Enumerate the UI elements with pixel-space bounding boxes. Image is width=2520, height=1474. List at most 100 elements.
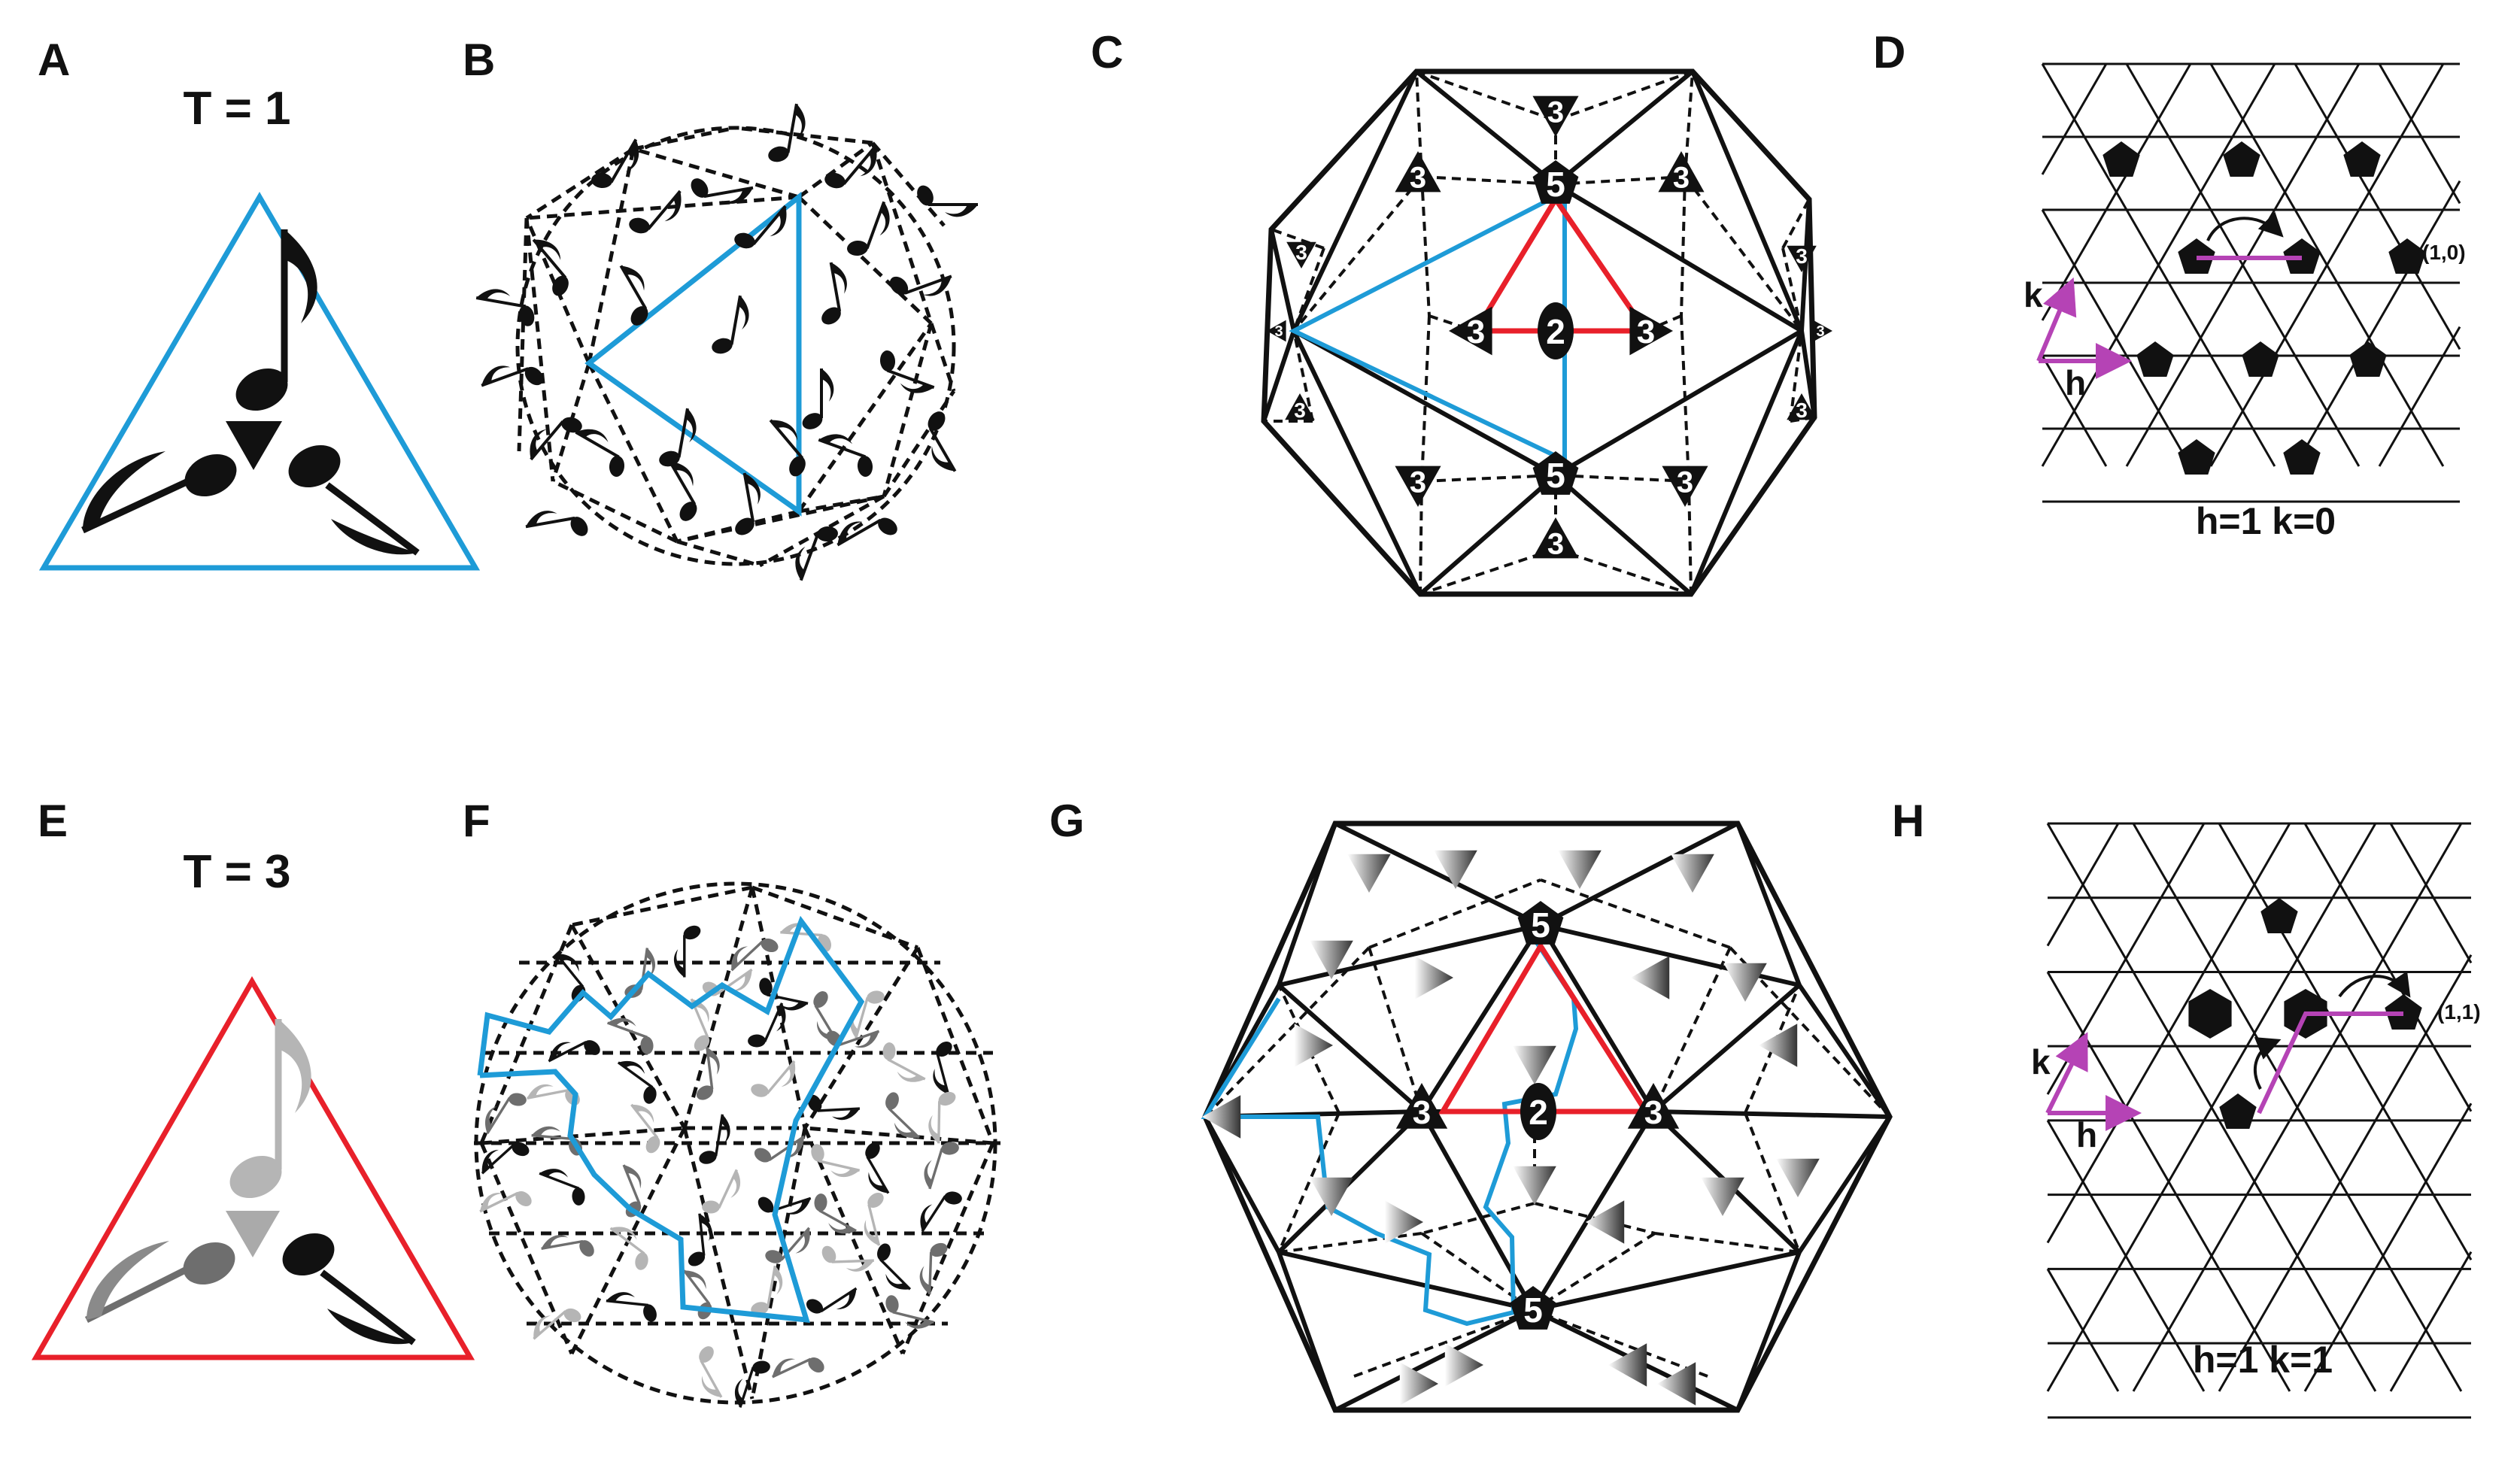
panel-b [475, 103, 978, 581]
note-flag [920, 1204, 933, 1232]
triangle-threefold-icon [1414, 956, 1453, 999]
note-head [824, 172, 846, 189]
dashed-edge [1789, 330, 1803, 422]
music-note-icon [924, 1142, 959, 1190]
dashed-edge [1204, 946, 1371, 1118]
note-head [882, 1042, 896, 1060]
face-edge [1269, 69, 1419, 232]
face-edge [1799, 330, 1817, 418]
dashed-edge [1684, 71, 1694, 177]
music-note-icon [864, 1193, 884, 1246]
curved-arrow-icon [2253, 1037, 2282, 1090]
note-flag [481, 365, 511, 386]
curved-arrow-icon [2338, 971, 2411, 998]
note-head [635, 1252, 648, 1270]
dashed-edge [1278, 1232, 1422, 1254]
face-edge [1419, 473, 1557, 596]
fivefold-label: 5 [1531, 905, 1550, 945]
triangle-threefold-icon [1202, 1095, 1241, 1139]
note-flag [784, 1136, 805, 1158]
triangle-threefold-icon [1310, 1177, 1353, 1216]
music-note-icon [933, 1041, 952, 1095]
note-stem [742, 472, 755, 523]
triangle-threefold-icon [1776, 1158, 1820, 1197]
music-note-icon [889, 274, 952, 296]
note-head [879, 350, 896, 372]
music-note-icon [920, 1191, 962, 1233]
dashed-edge [1781, 199, 1811, 249]
triangle-threefold-icon [1657, 1362, 1696, 1406]
note-head [758, 1196, 774, 1213]
note-head [802, 413, 823, 429]
note-head [944, 1191, 962, 1205]
note-flag [830, 262, 847, 294]
music-note-icon [751, 1060, 796, 1097]
threefold-label: 3 [1796, 399, 1808, 422]
dashed-edge [1292, 175, 1423, 332]
panel-label-a: A [38, 35, 70, 85]
note-stem [866, 1156, 890, 1194]
note-flag [607, 1018, 636, 1027]
note-head [878, 517, 897, 535]
note-head [847, 240, 868, 256]
music-note-icon [591, 138, 639, 189]
note-flag [539, 1169, 569, 1178]
face-edge [1690, 70, 1804, 332]
note-flag [894, 1122, 919, 1139]
note-flag [795, 1227, 810, 1254]
music-note-icon [485, 1093, 527, 1134]
lattice-line [2294, 180, 2461, 467]
triangle-threefold-icon [1434, 850, 1477, 889]
note-stem [532, 238, 567, 279]
note-stem [525, 516, 575, 529]
note-head [877, 1243, 891, 1261]
note-head [659, 450, 680, 467]
note-head [643, 1086, 657, 1104]
panel-label-d: D [1873, 27, 1905, 77]
face-edge [1277, 983, 1423, 1114]
note-flag [836, 1288, 857, 1309]
pentagon-fivefold-icon [2242, 341, 2279, 377]
note-flag [868, 1172, 888, 1193]
note-flag [854, 1031, 879, 1048]
note-flag [795, 546, 806, 581]
panel-d: k h (1,0) h=1 k=0 [2024, 62, 2466, 542]
note-stem [843, 144, 877, 185]
note-flag [621, 265, 645, 291]
dashed-edge [1555, 474, 1690, 483]
music-note-icon [748, 1002, 786, 1048]
note-head [702, 1200, 720, 1214]
pentagon-fivefold-icon [2283, 439, 2321, 475]
grid-edge [633, 126, 736, 151]
face-edge [1292, 70, 1419, 332]
threefold-label: 3 [1467, 314, 1485, 350]
face-edge [1532, 1250, 1800, 1312]
lattice-line [2132, 823, 2463, 1392]
note-stem [555, 953, 584, 988]
pentagon-fivefold-icon [2219, 1093, 2257, 1129]
dashed-edge [1680, 176, 1687, 317]
triangle-threefold-icon [1399, 1362, 1438, 1406]
music-note-icon [814, 1193, 857, 1234]
triangle-threefold-icon [1444, 1343, 1483, 1387]
face-edge [1689, 329, 1804, 596]
note-flag [933, 1069, 949, 1095]
threefold-label: 3 [1796, 244, 1808, 268]
lattice-line [2378, 326, 2461, 467]
lattice-line [2125, 63, 2361, 467]
dashed-edge [1532, 1309, 1708, 1378]
music-note-icon [865, 1142, 890, 1194]
lattice-line [2303, 1102, 2473, 1392]
dashed-edge [1368, 947, 1423, 1112]
note-head [630, 306, 648, 326]
note-flag [738, 296, 749, 330]
note-stem [838, 1030, 880, 1047]
dashed-edge [1277, 984, 1340, 1114]
note-head [561, 417, 582, 433]
threefold-label: 3 [1294, 399, 1306, 422]
music-note-icon [754, 1135, 805, 1163]
note-head [584, 1040, 600, 1055]
triangle-threefold-icon [1532, 96, 1579, 137]
